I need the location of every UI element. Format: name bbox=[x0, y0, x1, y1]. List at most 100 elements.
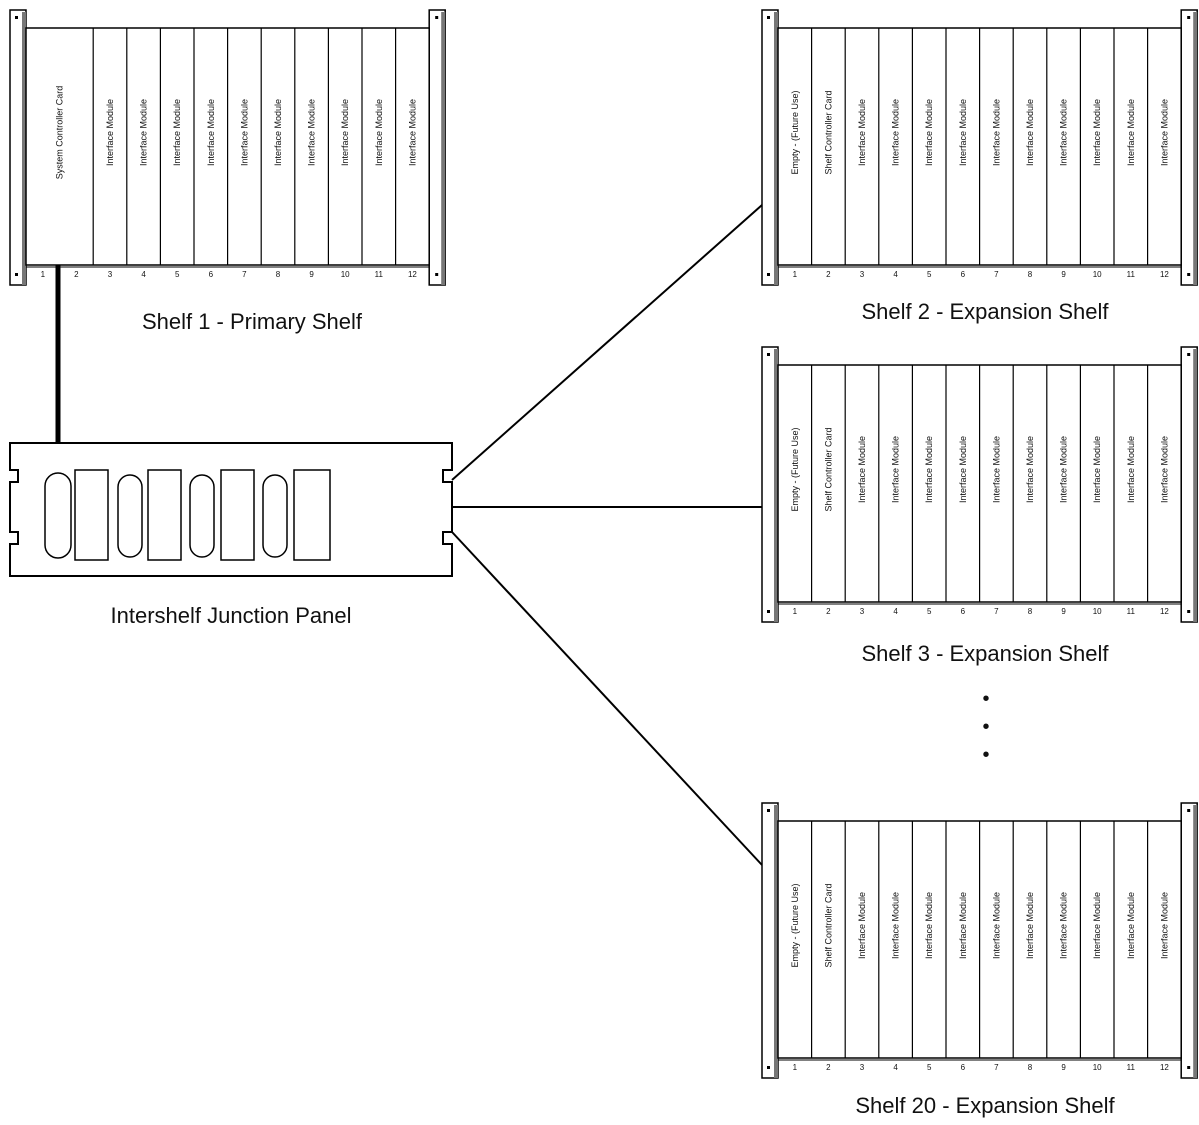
slot-number: 5 bbox=[175, 270, 180, 279]
slot-number: 12 bbox=[1160, 270, 1169, 279]
card-label: Interface Module bbox=[1092, 436, 1102, 503]
shelf-20: Empty - (Future Use)Shelf Controller Car… bbox=[761, 802, 1198, 1118]
card-label: Interface Module bbox=[1159, 99, 1169, 166]
card-label: System Controller Card bbox=[55, 86, 65, 180]
rail-screw-icon bbox=[767, 610, 770, 613]
rail-shadow bbox=[1193, 12, 1198, 285]
card-label: Shelf Controller Card bbox=[823, 427, 833, 511]
card-label: Interface Module bbox=[924, 436, 934, 503]
card-label: Interface Module bbox=[307, 99, 317, 166]
card-label: Interface Module bbox=[206, 99, 216, 166]
card-label: Interface Module bbox=[374, 99, 384, 166]
intershelf-junction-panel: Intershelf Junction Panel bbox=[9, 442, 453, 628]
rail-screw-icon bbox=[15, 273, 18, 276]
connector-oval-2 bbox=[117, 474, 143, 558]
card-label: Interface Module bbox=[991, 99, 1001, 166]
card-label: Interface Module bbox=[1092, 99, 1102, 166]
card-label: Interface Module bbox=[1059, 436, 1069, 503]
slot-number: 7 bbox=[994, 607, 999, 616]
junction-to-shelf20-cable bbox=[451, 531, 763, 866]
card-label: Interface Module bbox=[1059, 99, 1069, 166]
slot-number: 10 bbox=[1093, 607, 1102, 616]
card-label: Interface Module bbox=[1126, 99, 1136, 166]
card-label: Interface Module bbox=[891, 436, 901, 503]
rail-screw-icon bbox=[767, 273, 770, 276]
rail-screw-icon bbox=[15, 16, 18, 19]
card-label: Interface Module bbox=[891, 892, 901, 959]
card-label: Empty - (Future Use) bbox=[790, 90, 800, 174]
rail-shadow bbox=[441, 12, 446, 285]
slot-number: 2 bbox=[826, 1063, 831, 1072]
card-label: Interface Module bbox=[991, 892, 1001, 959]
rail-screw-icon bbox=[1187, 809, 1191, 812]
card-label: Interface Module bbox=[958, 436, 968, 503]
card-label: Interface Module bbox=[1025, 892, 1035, 959]
connector-rect-2 bbox=[147, 469, 182, 561]
slot-number: 5 bbox=[927, 1063, 932, 1072]
slot-number: 9 bbox=[1061, 1063, 1066, 1072]
rail-screw-icon bbox=[1187, 1066, 1191, 1069]
slot-number: 1 bbox=[793, 270, 798, 279]
slot-number: 11 bbox=[1127, 270, 1136, 279]
slot-number: 6 bbox=[961, 607, 966, 616]
slot-number: 10 bbox=[1093, 270, 1102, 279]
slot-number: 11 bbox=[1127, 607, 1136, 616]
slot-number: 12 bbox=[1160, 607, 1169, 616]
slot-number: 12 bbox=[408, 270, 417, 279]
card-label: Interface Module bbox=[239, 99, 249, 166]
shelf-2: Empty - (Future Use) Shelf Controller Car… bbox=[761, 9, 1198, 324]
card-label: Interface Module bbox=[273, 99, 283, 166]
rail-screw-icon bbox=[1187, 353, 1191, 356]
rail-screw-icon bbox=[1187, 273, 1191, 276]
junction-to-shelf2-cable bbox=[451, 204, 763, 481]
slot-number: 12 bbox=[1160, 1063, 1169, 1072]
rail-screw-icon bbox=[435, 273, 439, 276]
slot-number: 1 bbox=[793, 607, 798, 616]
continuation-dot-3: • bbox=[982, 744, 989, 766]
slot-number: 8 bbox=[1028, 1063, 1033, 1072]
slot-number: 9 bbox=[1061, 270, 1066, 279]
slot-number: 5 bbox=[927, 270, 932, 279]
slot-number: 3 bbox=[860, 270, 865, 279]
slot-number: 8 bbox=[1028, 270, 1033, 279]
card-label: Interface Module bbox=[1159, 436, 1169, 503]
card-label: Interface Module bbox=[1059, 892, 1069, 959]
slot-number: 6 bbox=[209, 270, 214, 279]
card-label: Shelf Controller Card bbox=[823, 90, 833, 174]
slot-number: 3 bbox=[108, 270, 113, 279]
card-label: Empty - (Future Use) bbox=[790, 883, 800, 967]
connector-rect-3 bbox=[220, 469, 255, 561]
rail-screw-icon bbox=[767, 1066, 770, 1069]
shelf-3: Empty - (Future Use) Shelf Controller Car… bbox=[761, 346, 1198, 666]
slot-number: 7 bbox=[242, 270, 247, 279]
rail-screw-icon bbox=[767, 809, 770, 812]
rail-screw-icon bbox=[435, 16, 439, 19]
slot-number: 10 bbox=[1093, 1063, 1102, 1072]
card-label: Interface Module bbox=[105, 99, 115, 166]
rail-shadow bbox=[774, 349, 778, 622]
card-label: Interface Module bbox=[1159, 892, 1169, 959]
slot-number: 7 bbox=[994, 270, 999, 279]
connections bbox=[55, 204, 763, 866]
slot-number: 8 bbox=[276, 270, 281, 279]
card-label: Interface Module bbox=[139, 99, 149, 166]
slot-number: 2 bbox=[826, 607, 831, 616]
slot-number: 7 bbox=[994, 1063, 999, 1072]
card-label: Interface Module bbox=[1025, 99, 1035, 166]
rail-shadow bbox=[774, 805, 778, 1078]
connector-oval-4 bbox=[262, 474, 288, 558]
rail-screw-icon bbox=[1187, 16, 1191, 19]
shelf-label: Shelf 2 - Expansion Shelf bbox=[861, 299, 1109, 324]
card-label: Interface Module bbox=[857, 892, 867, 959]
card-label: Empty - (Future Use) bbox=[790, 427, 800, 511]
slot-number: 2 bbox=[826, 270, 831, 279]
slot-number: 4 bbox=[893, 1063, 898, 1072]
rail-shadow bbox=[1193, 805, 1198, 1078]
slot-number: 11 bbox=[375, 270, 384, 279]
card-label: Interface Module bbox=[1126, 436, 1136, 503]
card-label: Interface Module bbox=[924, 892, 934, 959]
slot-number: 9 bbox=[1061, 607, 1066, 616]
card-label: Interface Module bbox=[991, 436, 1001, 503]
rail-screw-icon bbox=[767, 353, 770, 356]
slot-number: 3 bbox=[860, 607, 865, 616]
